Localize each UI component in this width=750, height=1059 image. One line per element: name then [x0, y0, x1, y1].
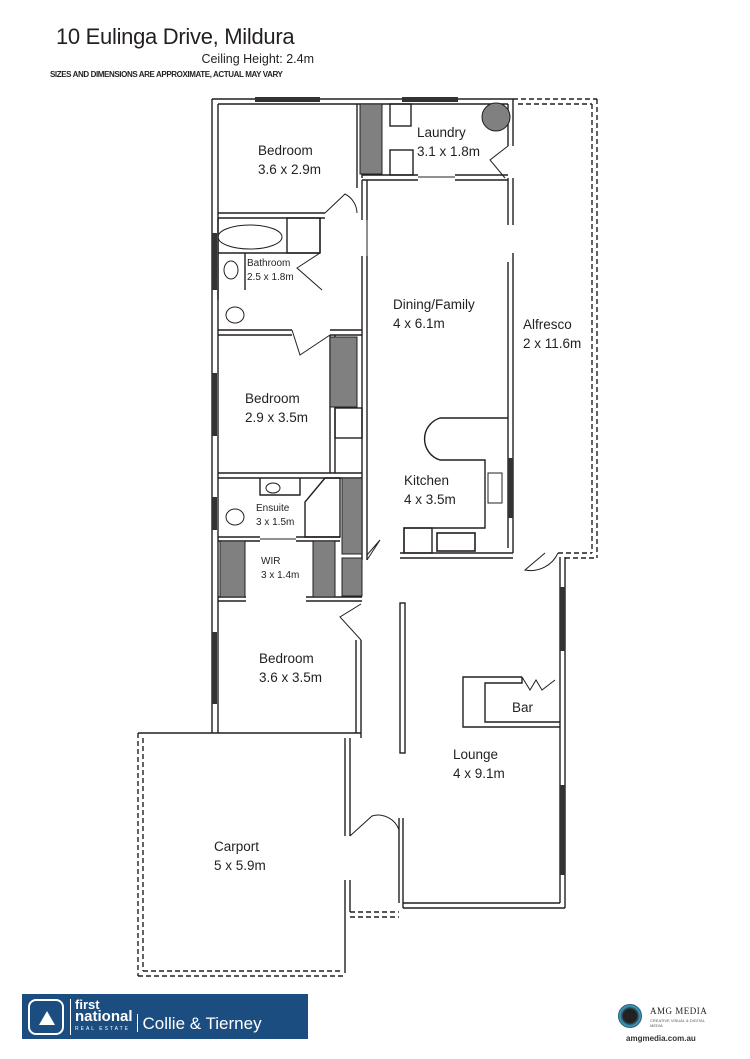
room-size: 3.6 x 2.9m	[258, 162, 322, 177]
room-size: 3.6 x 3.5m	[259, 670, 323, 685]
room-size: 3 x 1.4m	[261, 570, 300, 581]
room-name: Lounge	[453, 747, 499, 762]
room-bar: Bar	[512, 698, 533, 717]
room-name: Carport	[214, 839, 260, 854]
photographer-logo: AMG MEDIA CREATIVE VISUAL & DIGITAL MEDI…	[614, 1002, 724, 1048]
photographer-tagline: CREATIVE VISUAL & DIGITAL MEDIA	[650, 1018, 705, 1028]
room-size: 3.1 x 1.8m	[417, 144, 481, 159]
room-kitchen: Kitchen 4 x 3.5m	[404, 471, 456, 509]
logo-divider	[70, 998, 71, 1035]
agency-brand: first national REAL ESTATE	[75, 996, 133, 1035]
room-lounge: Lounge 4 x 9.1m	[453, 745, 505, 783]
room-name: Kitchen	[404, 473, 450, 488]
room-bedroom-1: Bedroom 3.6 x 2.9m	[258, 141, 321, 179]
brand-line-2: national	[75, 1007, 133, 1025]
disclaimer: SIZES AND DIMENSIONS ARE APPROXIMATE, AC…	[50, 70, 283, 79]
brand-line-1: first	[75, 996, 100, 1012]
office-divider	[136, 1014, 138, 1032]
photographer-name: AMG MEDIA	[650, 1006, 708, 1016]
room-laundry: Laundry 3.1 x 1.8m	[417, 123, 480, 161]
outdoor-areas	[137, 98, 598, 977]
room-size: 4 x 9.1m	[453, 766, 505, 781]
photographer-url: amgmedia.com.au	[626, 1034, 696, 1043]
room-dining-family: Dining/Family 4 x 6.1m	[393, 295, 475, 333]
room-size: 2 x 11.6m	[523, 336, 582, 351]
robes	[219, 102, 511, 598]
room-size: 2.9 x 3.5m	[245, 410, 309, 425]
room-size: 2.5 x 1.8m	[247, 272, 294, 283]
agency-logo: first national REAL ESTATE Collie & Tier…	[22, 994, 308, 1039]
room-name: Bedroom	[259, 651, 314, 666]
room-bedroom-3: Bedroom 3.6 x 3.5m	[259, 649, 322, 687]
floor-plan	[137, 97, 598, 977]
ceiling-height: Ceiling Height: 2.4m	[201, 52, 314, 66]
room-wir: WIR 3 x 1.4m	[261, 555, 299, 583]
room-ensuite: Ensuite 3 x 1.5m	[256, 502, 294, 530]
room-bathroom: Bathroom 2.5 x 1.8m	[247, 257, 294, 285]
first-national-emblem-icon	[28, 998, 64, 1035]
room-name: WIR	[261, 556, 281, 567]
room-size: 5 x 5.9m	[214, 858, 266, 873]
room-name: Bathroom	[247, 258, 291, 269]
room-name: Bedroom	[258, 143, 313, 158]
room-name: Dining/Family	[393, 297, 475, 312]
room-bedroom-2: Bedroom 2.9 x 3.5m	[245, 389, 308, 427]
room-name: Laundry	[417, 125, 466, 140]
room-size: 3 x 1.5m	[256, 517, 295, 528]
room-alfresco: Alfresco 2 x 11.6m	[523, 315, 581, 353]
doors	[260, 145, 559, 837]
room-name: Bar	[512, 700, 534, 715]
windows	[212, 97, 565, 875]
room-size: 4 x 6.1m	[393, 316, 445, 331]
room-size: 4 x 3.5m	[404, 492, 456, 507]
room-name: Ensuite	[256, 503, 290, 514]
brand-line-3: REAL ESTATE	[75, 1025, 130, 1032]
room-name: Bedroom	[245, 391, 300, 406]
agency-office: Collie & Tierney	[142, 1013, 262, 1033]
room-carport: Carport 5 x 5.9m	[214, 837, 266, 875]
fixtures	[217, 224, 503, 552]
amg-emblem-icon	[618, 1004, 642, 1028]
room-name: Alfresco	[523, 317, 572, 332]
property-address: 10 Eulinga Drive, Mildura	[56, 24, 295, 49]
